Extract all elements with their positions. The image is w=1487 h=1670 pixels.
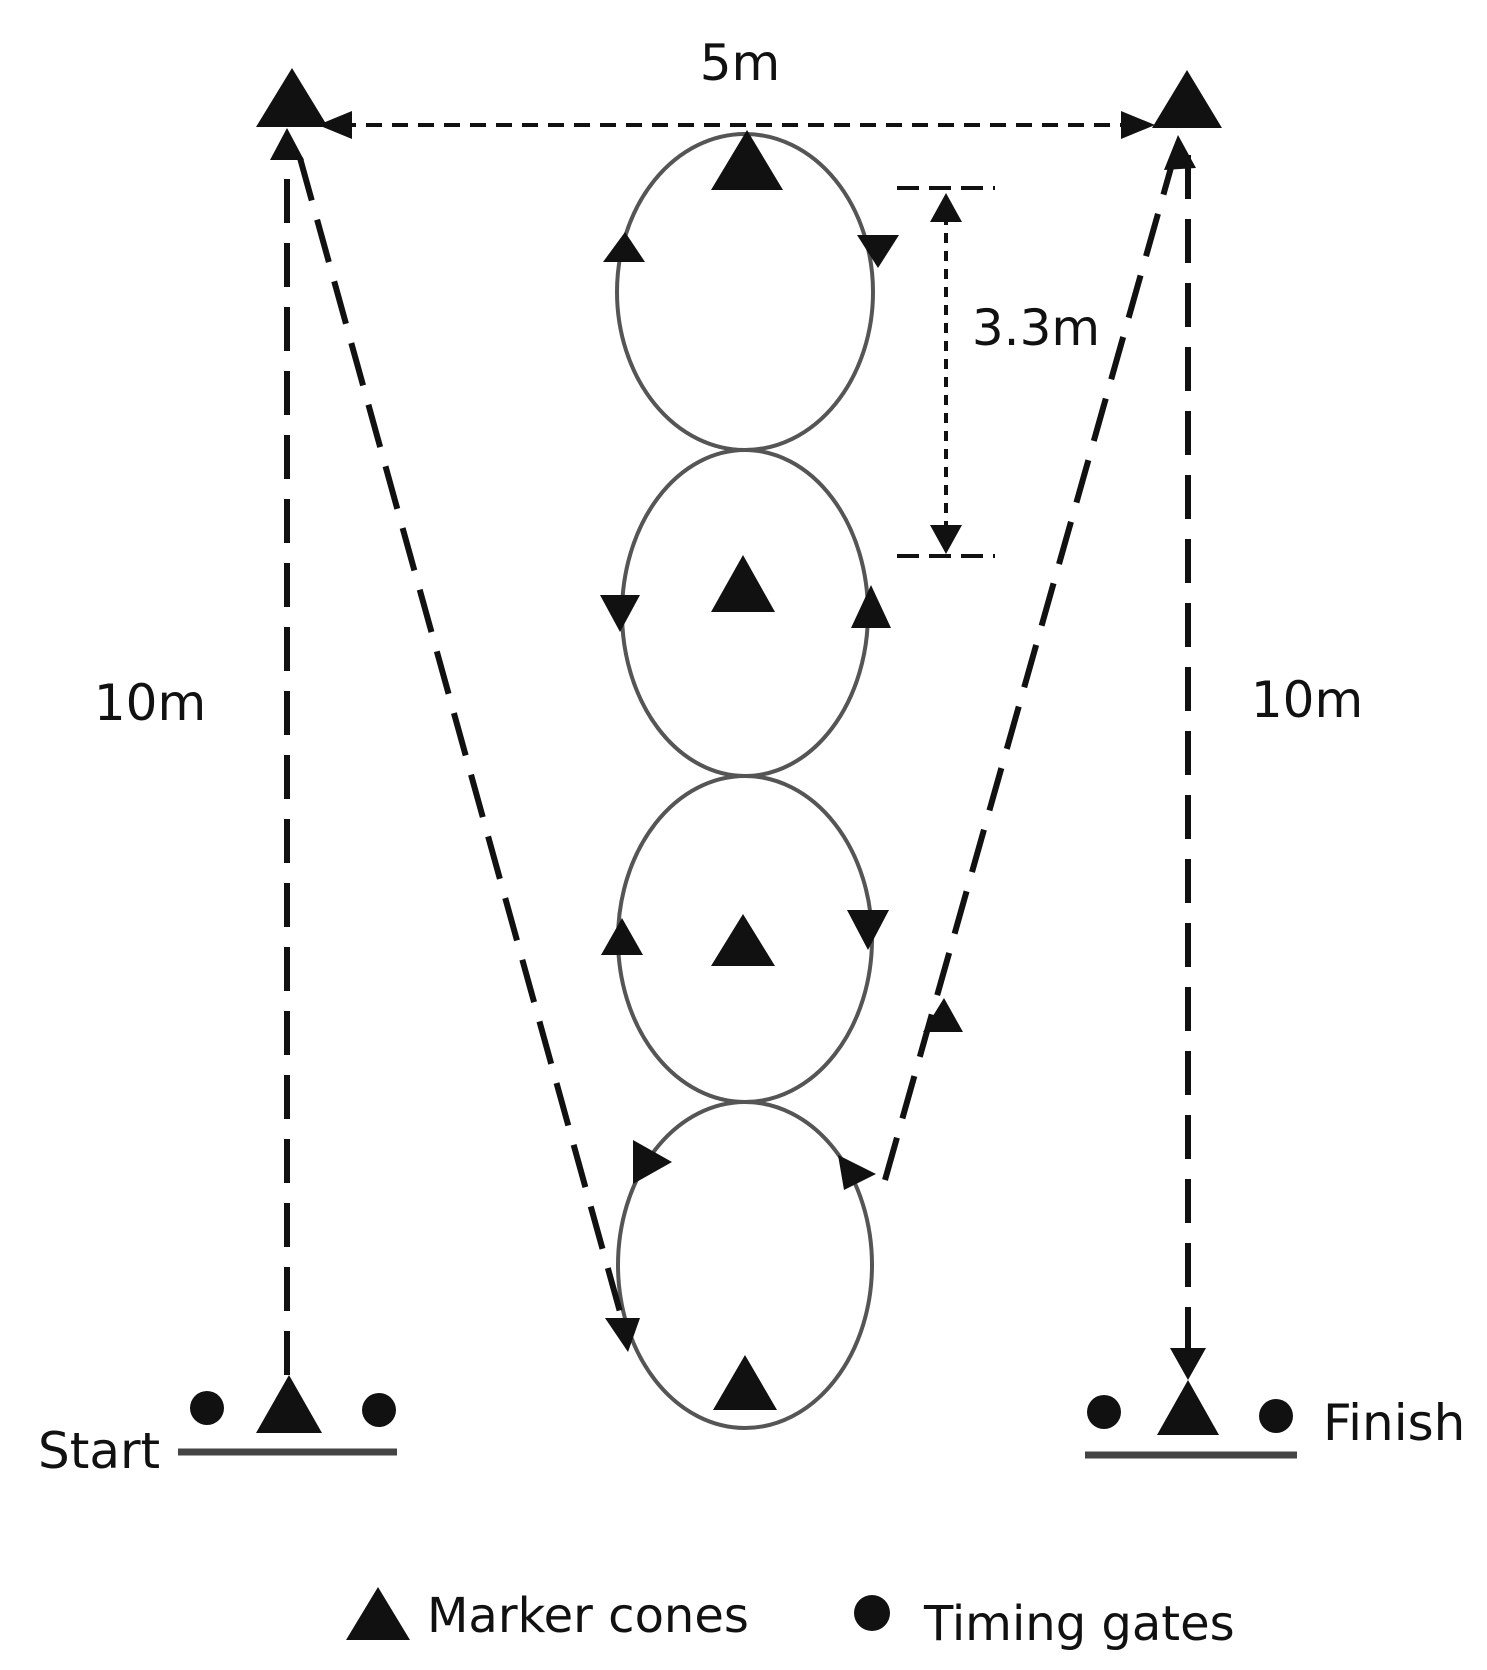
- spacing-arrow-up: [930, 193, 962, 222]
- start-finish-lines: [178, 1448, 1297, 1459]
- loop-spacing-label: 3.3m: [972, 299, 1100, 357]
- arrow-left-run-up: [270, 128, 304, 160]
- cone-start: [256, 1375, 322, 1433]
- cone-circle-1-top: [711, 130, 783, 190]
- spacing-arrow-down: [930, 525, 962, 554]
- gate-start-right: [362, 1393, 396, 1427]
- arrow-c3-left: [601, 918, 643, 955]
- gate-finish-left: [1087, 1395, 1121, 1429]
- timing-gates: [190, 1391, 1293, 1433]
- loop-circle-2: [620, 448, 870, 778]
- cone-finish: [1157, 1380, 1219, 1435]
- arrow-right-diagonal-mid: [923, 998, 963, 1032]
- top-dimension-arrow-left: [318, 111, 352, 139]
- arrow-c1-right: [857, 235, 899, 268]
- legend: Marker cones Timing gates: [346, 1587, 1235, 1652]
- top-dimension-arrow-right: [1121, 111, 1155, 139]
- top-dimension: [318, 111, 1155, 139]
- arrow-left-diagonal-bottom: [605, 1318, 640, 1352]
- direction-arrows: [270, 128, 1206, 1380]
- arrow-right-run-down: [1170, 1348, 1206, 1380]
- arrow-right-diagonal-top: [1164, 135, 1196, 170]
- legend-cones-label: Marker cones: [427, 1588, 749, 1644]
- loop-circle-4: [616, 1100, 874, 1430]
- cone-circle-3-center: [711, 914, 775, 966]
- legend-gate-icon: [854, 1595, 890, 1631]
- cone-top-right: [1152, 70, 1222, 128]
- right-diagonal-line: [882, 149, 1179, 1181]
- arrow-c4-upper-left: [633, 1140, 672, 1184]
- arrow-c2-left: [600, 595, 640, 632]
- finish-label: Finish: [1323, 1394, 1465, 1452]
- cone-circle-2-center: [711, 555, 775, 612]
- arrow-c3-right: [847, 910, 889, 950]
- top-width-label: 5m: [700, 34, 781, 92]
- right-height-label: 10m: [1251, 671, 1363, 729]
- gate-finish-right: [1259, 1399, 1293, 1433]
- legend-cone-icon: [346, 1587, 410, 1640]
- spacing-dimension: [897, 186, 995, 558]
- gate-start-left: [190, 1391, 224, 1425]
- arrow-c2-right: [851, 585, 891, 628]
- arrow-c4-upper-right: [838, 1155, 876, 1190]
- cone-circle-4-bottom: [713, 1355, 777, 1410]
- legend-gates-label: Timing gates: [923, 1596, 1235, 1652]
- left-height-label: 10m: [94, 674, 206, 732]
- cone-top-left: [256, 68, 328, 127]
- start-label: Start: [38, 1422, 160, 1480]
- loop-circles: [615, 132, 875, 1430]
- left-diagonal-line: [297, 157, 628, 1331]
- marker-cones: [256, 68, 1222, 1435]
- run-lines: [284, 149, 1191, 1375]
- arrow-c1-left: [603, 232, 645, 262]
